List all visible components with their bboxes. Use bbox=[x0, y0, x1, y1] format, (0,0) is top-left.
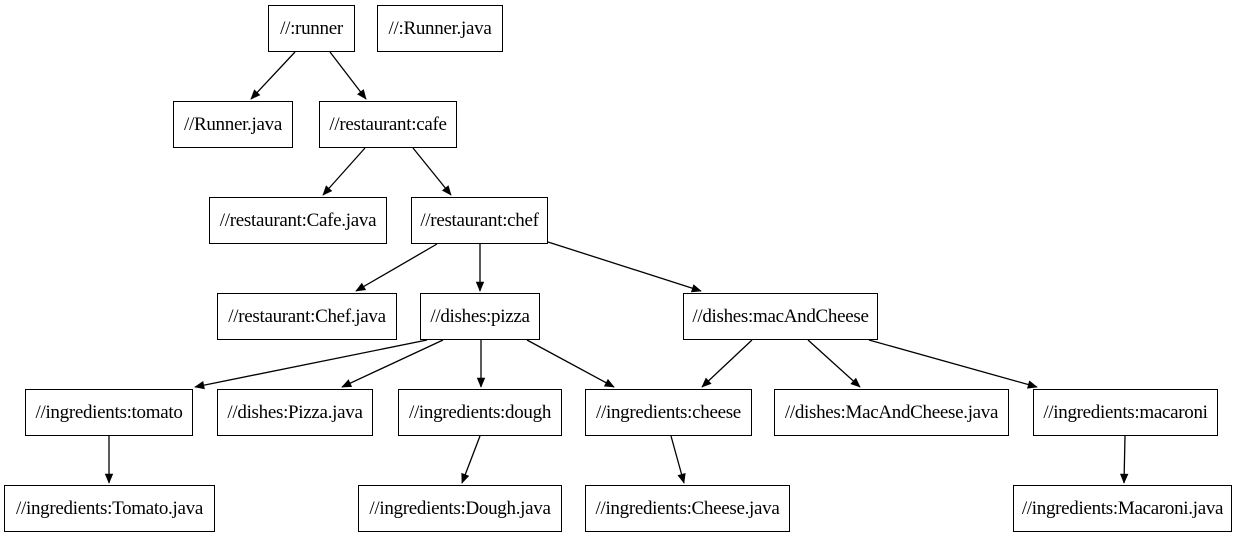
edge-chef-to-macandcheese bbox=[547, 241, 702, 293]
node-cheese: //ingredients:cheese bbox=[585, 389, 752, 436]
node-label: //ingredients:cheese bbox=[596, 402, 741, 423]
edge-dough-to-dough-java bbox=[461, 435, 481, 484]
node-label: //ingredients:dough bbox=[408, 402, 552, 423]
node-label: //ingredients:Dough.java bbox=[369, 498, 551, 519]
node-label: //ingredients:Macaroni.java bbox=[1021, 498, 1224, 519]
node-dough-java: //ingredients:Dough.java bbox=[358, 485, 562, 532]
node-label: //ingredients:Tomato.java bbox=[16, 498, 203, 519]
node-macandcheese: //dishes:macAndCheese bbox=[683, 293, 878, 340]
node-root-runner-java: //:Runner.java bbox=[377, 5, 503, 52]
node-chef-java: //restaurant:Chef.java bbox=[217, 293, 397, 340]
edge-macandcheese-to-cheese bbox=[701, 339, 753, 388]
edge-chef-to-chef-java bbox=[355, 243, 438, 292]
edge-macandcheese-to-macandcheese-java bbox=[807, 339, 861, 388]
node-chef: //restaurant:chef bbox=[411, 197, 548, 244]
node-cafe-java: //restaurant:Cafe.java bbox=[209, 197, 387, 244]
node-label: //dishes:Pizza.java bbox=[227, 402, 363, 423]
edge-runner-to-runner-java bbox=[250, 51, 296, 100]
edge-macaroni-to-macaroni-java bbox=[1119, 435, 1129, 484]
node-label: //restaurant:cafe bbox=[329, 114, 447, 135]
edge-cheese-to-cheese-java bbox=[670, 435, 686, 484]
node-label: //ingredients:tomato bbox=[35, 402, 183, 423]
node-runner: //:runner bbox=[268, 5, 355, 52]
node-runner-java: //Runner.java bbox=[173, 101, 293, 148]
node-label: //dishes:pizza bbox=[430, 306, 530, 327]
node-label: //ingredients:macaroni bbox=[1043, 402, 1208, 423]
edge-cafe-to-chef bbox=[412, 147, 452, 196]
edge-runner-to-cafe bbox=[329, 51, 367, 100]
node-tomato-java: //ingredients:Tomato.java bbox=[4, 485, 215, 532]
node-label: //ingredients:Cheese.java bbox=[595, 498, 780, 519]
node-label: //:runner bbox=[280, 18, 343, 39]
node-label: //restaurant:chef bbox=[420, 210, 539, 231]
node-label: //dishes:macAndCheese bbox=[692, 306, 869, 327]
edge-pizza-to-tomato bbox=[194, 339, 428, 390]
node-dough: //ingredients:dough bbox=[398, 389, 562, 436]
node-label: //Runner.java bbox=[184, 114, 282, 135]
node-label: //restaurant:Cafe.java bbox=[219, 210, 377, 231]
node-label: //:Runner.java bbox=[388, 18, 492, 39]
node-cheese-java: //ingredients:Cheese.java bbox=[585, 485, 790, 532]
node-macaroni-java: //ingredients:Macaroni.java bbox=[1013, 485, 1232, 532]
node-label: //dishes:MacAndCheese.java bbox=[784, 402, 999, 423]
edge-pizza-to-pizza-java bbox=[341, 339, 444, 388]
node-pizza-java: //dishes:Pizza.java bbox=[217, 389, 373, 436]
node-tomato: //ingredients:tomato bbox=[25, 389, 193, 436]
edge-pizza-to-cheese bbox=[526, 339, 615, 388]
edge-cafe-to-cafe-java bbox=[322, 147, 366, 196]
node-macandcheese-java: //dishes:MacAndCheese.java bbox=[774, 389, 1009, 436]
node-cafe: //restaurant:cafe bbox=[319, 101, 457, 148]
edge-macandcheese-to-macaroni bbox=[868, 339, 1038, 389]
node-pizza: //dishes:pizza bbox=[420, 293, 540, 340]
node-macaroni: //ingredients:macaroni bbox=[1033, 389, 1218, 436]
node-label: //restaurant:Chef.java bbox=[228, 306, 386, 327]
